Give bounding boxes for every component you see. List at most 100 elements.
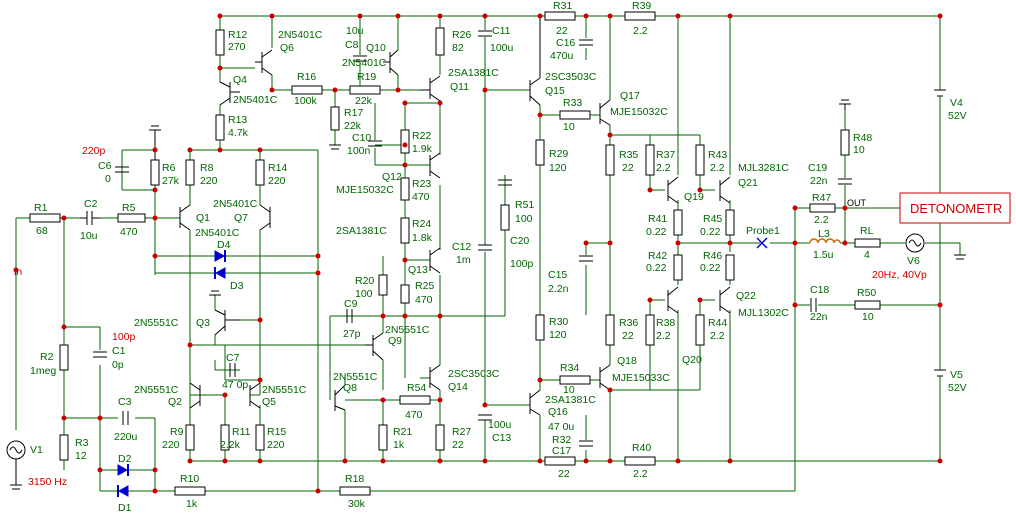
detonometr-label: DETONOMETR bbox=[910, 201, 1002, 216]
value-r29: 120 bbox=[549, 162, 567, 174]
label-r38: R38 bbox=[656, 317, 675, 329]
resistor-r19 bbox=[349, 85, 381, 95]
type-q2: 2N5551C bbox=[134, 384, 179, 396]
value-c1: 0p bbox=[112, 359, 124, 371]
type-q15: 2SC3503C bbox=[545, 71, 597, 83]
label-c18: C18 bbox=[810, 284, 829, 296]
value-r39: 2.2 bbox=[633, 25, 648, 37]
transistor-q8 bbox=[334, 384, 346, 411]
resistor-r1 bbox=[29, 213, 61, 223]
label-d2: D2 bbox=[118, 453, 132, 465]
diode-d3 bbox=[214, 267, 226, 279]
note-c1: 100p bbox=[112, 331, 136, 343]
capacitor-c9 bbox=[346, 309, 353, 323]
label-r37: R37 bbox=[656, 149, 675, 161]
type-q7-top: 2N5401C bbox=[213, 198, 258, 210]
resistor-r30 bbox=[535, 314, 545, 341]
capacitor-c2 bbox=[80, 211, 100, 225]
label-d3: D3 bbox=[230, 280, 244, 292]
label-q3: Q3 bbox=[196, 317, 210, 329]
type-q16: 2SA1381C bbox=[545, 394, 596, 406]
value-r44: 2.2 bbox=[710, 330, 725, 342]
label-q16: Q16 bbox=[548, 406, 568, 418]
resistor-r41 bbox=[673, 209, 683, 236]
type-q22: MJL1302C bbox=[738, 307, 789, 319]
label-c9: C9 bbox=[344, 298, 358, 310]
label-c11: C11 bbox=[492, 25, 511, 37]
label-r44: R44 bbox=[708, 317, 727, 329]
resistor-r43 bbox=[695, 144, 705, 176]
component-labels: R1 68 C2 10u R5 470 in R2 1meg 100p C1 0… bbox=[14, 0, 967, 514]
resistor-r46 bbox=[725, 254, 735, 281]
value-r25: 470 bbox=[415, 294, 433, 306]
label-r2: R2 bbox=[40, 351, 54, 363]
capacitor-c17 bbox=[579, 440, 593, 447]
capacitor-c1 bbox=[93, 351, 107, 358]
label-q15: Q15 bbox=[545, 85, 565, 97]
resistor-r13 bbox=[215, 114, 225, 141]
battery-v4 bbox=[934, 89, 946, 130]
resistor-r25 bbox=[400, 284, 410, 304]
value-r24: 1.8k bbox=[412, 232, 433, 244]
value-c17: 47 0u bbox=[548, 421, 574, 433]
label-l3: L3 bbox=[818, 228, 830, 240]
label-q22: Q22 bbox=[736, 290, 756, 302]
resistor-r31 bbox=[544, 11, 576, 21]
label-r50: R50 bbox=[857, 287, 876, 299]
resistor-r50 bbox=[854, 300, 881, 310]
value-r5: 470 bbox=[120, 226, 138, 238]
label-c12: C12 bbox=[452, 241, 471, 253]
resistor-r34 bbox=[559, 375, 591, 385]
value-r12: 270 bbox=[228, 41, 246, 53]
value-c19: 22n bbox=[810, 175, 828, 187]
ground-icon bbox=[954, 254, 966, 260]
label-c13: C13 bbox=[492, 432, 511, 444]
label-r5: R5 bbox=[122, 202, 136, 214]
label-q1: Q1 bbox=[196, 212, 210, 224]
label-r31: R31 bbox=[553, 0, 572, 12]
label-c8: C8 bbox=[345, 39, 359, 51]
sources bbox=[6, 89, 946, 490]
label-r34: R34 bbox=[560, 362, 579, 374]
type-q3: 2N5551C bbox=[134, 317, 179, 329]
transistor-q2 bbox=[189, 382, 201, 409]
label-r39: R39 bbox=[632, 0, 651, 12]
transistor-q13 bbox=[429, 247, 441, 274]
value-v5: 52V bbox=[948, 382, 967, 394]
label-r9: R9 bbox=[170, 426, 184, 438]
value-r41: 0.22 bbox=[646, 226, 667, 238]
type-q17: MJE15032C bbox=[610, 106, 668, 118]
label-r41: R41 bbox=[648, 213, 667, 225]
transistor-q1 bbox=[179, 204, 191, 231]
label-r25: R25 bbox=[415, 280, 434, 292]
label-r42: R42 bbox=[648, 250, 667, 262]
note-c6: 220p bbox=[82, 145, 106, 157]
value-r19: 22k bbox=[355, 95, 373, 107]
transistor-q7 bbox=[259, 204, 271, 231]
value-r9: 220 bbox=[162, 439, 180, 451]
label-r40: R40 bbox=[632, 442, 651, 454]
capacitor-c11 bbox=[478, 30, 492, 37]
inductor-l3 bbox=[809, 238, 841, 244]
resistor-r27 bbox=[435, 424, 445, 451]
label-r29: R29 bbox=[549, 148, 568, 160]
label-r8: R8 bbox=[200, 162, 214, 174]
value-c9: 27p bbox=[343, 328, 361, 340]
label-d4: D4 bbox=[217, 239, 231, 251]
capacitor-c20 bbox=[498, 179, 512, 186]
value-r32: 22 bbox=[558, 468, 570, 480]
resistor-r38 bbox=[645, 314, 655, 346]
label-q19: Q19 bbox=[684, 191, 704, 203]
label-q11: Q11 bbox=[450, 81, 469, 93]
value-r16: 100k bbox=[294, 95, 318, 107]
label-q14: Q14 bbox=[448, 381, 468, 393]
resistor-r16 bbox=[291, 85, 323, 95]
label-q4: Q4 bbox=[233, 74, 247, 86]
resistor-r20 bbox=[378, 274, 388, 296]
value-c11: 100u bbox=[490, 42, 514, 54]
value-r3: 12 bbox=[75, 450, 87, 462]
type-q9: 2N5551C bbox=[385, 324, 430, 336]
label-r21: R21 bbox=[393, 426, 412, 438]
value-r40: 2.2 bbox=[633, 468, 648, 480]
value-r17: 22k bbox=[344, 120, 362, 132]
